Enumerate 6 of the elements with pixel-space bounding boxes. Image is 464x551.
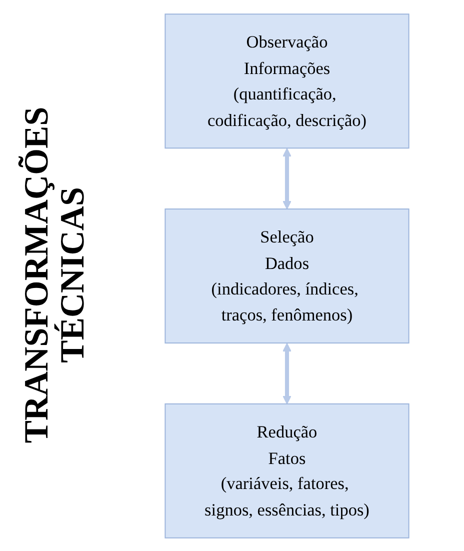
- arrow: [282, 148, 292, 209]
- diagram-title: TRANSFORMAÇÕES TÉCNICAS: [19, 106, 91, 446]
- arrow: [282, 342, 292, 404]
- node-box: Observação Informações (quantificação, codificação, descrição): [164, 13, 410, 148]
- node-box: Redução Fatos (variáveis, fatores, signos, essências, tipos): [164, 402, 410, 538]
- node-box: Seleção Dados (indicadores, índices, traços, fenômenos): [164, 208, 410, 343]
